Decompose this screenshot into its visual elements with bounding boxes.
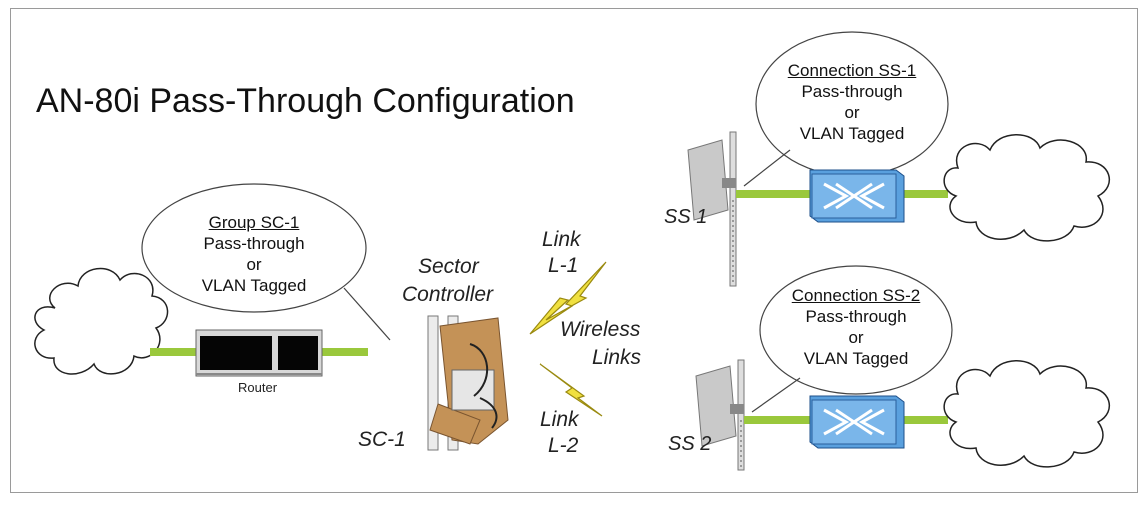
left-cloud-icon: [34, 267, 169, 375]
link2-label-line2: L-2: [548, 434, 579, 457]
wireless-bolt-upper-icon: [529, 261, 607, 335]
link1-label-line1: Link: [542, 228, 581, 251]
link1-label-line2: L-1: [548, 254, 579, 277]
connection-ss1-heading: Connection SS-1: [787, 61, 917, 80]
connection-ss2-heading: Connection SS-2: [791, 286, 921, 305]
wireless-label-line1: Wireless: [560, 318, 641, 341]
switch-1-icon: [809, 169, 905, 223]
subscriber-station-1-icon: [687, 131, 737, 287]
connection-ss1-line3: VLAN Tagged: [799, 124, 905, 143]
connection-ss2-line2: or: [848, 328, 864, 347]
wireless-bolt-lower-icon: [539, 363, 603, 417]
connection-ss1-text: Connection SS-1 Pass-through or VLAN Tag…: [772, 60, 932, 144]
group-sc1-bubble: [141, 183, 367, 313]
router-icon: [195, 329, 323, 377]
connection-ss2-text: Connection SS-2 Pass-through or VLAN Tag…: [776, 285, 936, 369]
right-cloud-2-icon: [943, 360, 1110, 468]
right-cloud-1-icon: [943, 134, 1110, 242]
bubble-ss2-pointer: [751, 377, 801, 413]
group-sc1-line1: Pass-through: [203, 234, 305, 253]
connection-ss2-line1: Pass-through: [805, 307, 907, 326]
group-sc1-line3: VLAN Tagged: [201, 276, 307, 295]
router-label: Router: [238, 380, 278, 395]
ss2-label: SS 2: [668, 433, 712, 455]
ss1-label: SS 1: [664, 206, 708, 228]
connection-ss2-bubble: [759, 265, 953, 395]
sector-label: Sector: [418, 255, 479, 278]
diagram-title: AN-80i Pass-Through Configuration: [36, 82, 575, 120]
subscriber-station-2-icon: [695, 359, 745, 471]
controller-label: Controller: [402, 283, 494, 306]
group-sc1-heading: Group SC-1: [208, 213, 300, 232]
bubble-sc1-pointer: [343, 287, 391, 341]
connection-ss2-line3: VLAN Tagged: [803, 349, 909, 368]
bubble-ss1-pointer: [743, 149, 791, 187]
switch-2-icon: [809, 395, 905, 449]
sector-controller-icon: [427, 315, 509, 451]
sc1-label: SC-1: [358, 428, 406, 451]
group-sc1-text: Group SC-1 Pass-through or VLAN Tagged: [174, 212, 334, 296]
group-sc1-line2: or: [246, 255, 262, 274]
connection-ss1-line1: Pass-through: [801, 82, 903, 101]
connection-ss1-line2: or: [844, 103, 860, 122]
link2-label-line1: Link: [540, 408, 579, 431]
wireless-label-line2: Links: [592, 346, 642, 369]
